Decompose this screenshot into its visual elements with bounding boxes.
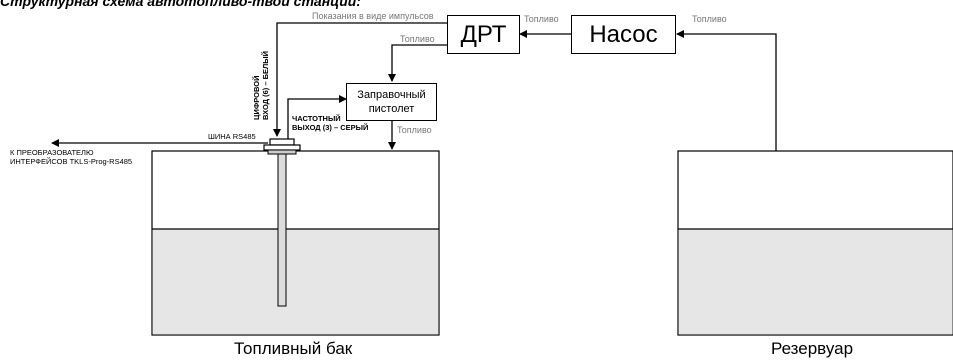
converter-label: К ПРЕОБРАЗОВАТЕЛЮ ИНТЕРФЕЙСОВ TKLS-Prog-… — [10, 148, 132, 166]
fuel-label-nozzle-tank: Топливо — [397, 125, 432, 135]
nozzle-label-line1: Заправочный — [357, 89, 426, 101]
converter-line1: К ПРЕОБРАЗОВАТЕЛЮ — [10, 148, 94, 157]
pulse-signal-line — [273, 22, 447, 137]
digital-input-label: ЦИФРОВОЙ ВХОД (6) – БЕЛЫЙ — [252, 51, 270, 120]
pulses-label: Показания в виде импульсов — [312, 11, 434, 21]
diagram-title: Структурная схема автотопливо-твой станц… — [0, 0, 361, 9]
pump-box: Насос — [571, 15, 676, 54]
fuel-label-drt-nozzle: Топливо — [400, 34, 435, 44]
rs485-bus-label: ШИНА RS485 — [208, 132, 256, 141]
pipe-drt-to-nozzle — [388, 44, 449, 82]
fuel-label-pump-drt: Топливо — [524, 14, 559, 24]
refueling-nozzle-box: Заправочный пистолет — [346, 83, 437, 121]
nozzle-label-line2: пистолет — [368, 103, 415, 115]
reservoir-caption: Резервуар — [771, 339, 854, 358]
drt-label: ДРТ — [460, 20, 507, 48]
drt-box: ДРТ — [447, 15, 520, 54]
converter-line2: ИНТЕРФЕЙСОВ TKLS-Prog-RS485 — [10, 157, 133, 166]
fuel-tank-caption: Топливный бак — [234, 339, 353, 358]
reservoir-liquid — [678, 229, 953, 335]
level-sensor — [263, 138, 301, 307]
pump-label: Насос — [589, 20, 658, 48]
pipe-reservoir-to-pump — [676, 30, 777, 151]
fuel-tank-liquid — [152, 229, 439, 335]
frequency-output-line — [287, 95, 347, 139]
digital-input-line2: ВХОД (6) – БЕЛЫЙ — [260, 51, 270, 120]
freq-output-line2: ВЫХОД (3) – СЕРЫЙ — [292, 122, 369, 132]
freq-output-line1: ЧАСТОТНЫЙ — [292, 114, 341, 123]
frequency-output-label: ЧАСТОТНЫЙ ВЫХОД (3) – СЕРЫЙ — [292, 114, 369, 132]
fuel-label-reservoir-pump: Топливо — [692, 14, 727, 24]
